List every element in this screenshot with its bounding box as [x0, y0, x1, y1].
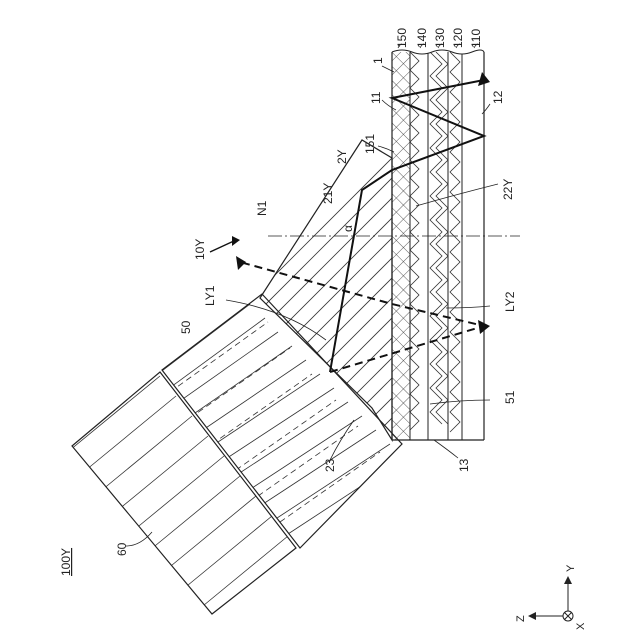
- label-1: 1: [371, 57, 385, 64]
- label-50: 50: [179, 320, 193, 334]
- arrowhead-10y: [236, 256, 246, 270]
- label-12: 12: [491, 90, 505, 104]
- axis-label-x: X: [575, 622, 587, 630]
- label-150: 150: [395, 28, 409, 48]
- label-60: 60: [115, 542, 129, 556]
- light-path-ly2: [240, 262, 484, 372]
- label-120: 120: [451, 28, 465, 48]
- label-LY1: LY1: [203, 285, 217, 306]
- label-140: 140: [415, 28, 429, 48]
- axis-label-z: Z: [515, 615, 527, 622]
- axis-label-y: Y: [565, 564, 577, 572]
- label-10Y: 10Y: [193, 239, 207, 260]
- label-130: 130: [433, 28, 447, 48]
- arrowhead-10y-out: [232, 236, 240, 246]
- figure-id-label: 100Y: [59, 548, 73, 576]
- label-13: 13: [457, 458, 471, 472]
- label-110: 110: [469, 29, 483, 48]
- label-22Y: 22Y: [501, 179, 515, 200]
- label-21Y: 21Y: [321, 183, 335, 204]
- layer-120: [450, 52, 460, 432]
- label-151: 151: [363, 134, 377, 154]
- label-alpha: α: [341, 225, 355, 232]
- label-23: 23: [323, 458, 337, 472]
- layer-130: [430, 52, 448, 424]
- label-N1: N1: [255, 200, 269, 216]
- layer-stack: [392, 50, 484, 440]
- layer-150: [392, 52, 410, 440]
- label-51: 51: [503, 390, 517, 404]
- coordinate-axes: Y Z X: [515, 564, 587, 630]
- label-2Y: 2Y: [335, 149, 349, 164]
- label-LY2: LY2: [503, 291, 517, 312]
- label-11: 11: [369, 91, 383, 104]
